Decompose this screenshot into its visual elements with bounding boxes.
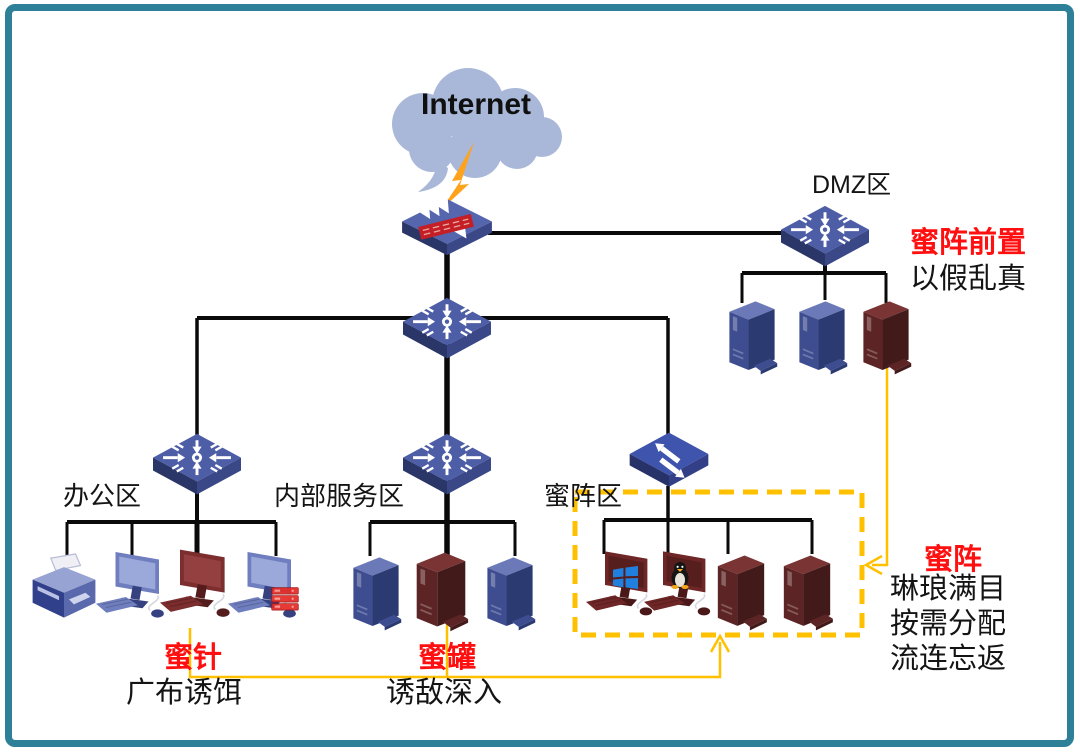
honey-flow-arrows (188, 368, 889, 679)
honeynet-desc-line: 按需分配 (890, 608, 1007, 640)
honeynet-annotation-title: 蜜阵 (923, 544, 983, 576)
internet-label: Internet (420, 88, 532, 121)
linux-tux-icon (669, 561, 691, 589)
office-switch-icon (151, 432, 243, 498)
honey-rack-icon (271, 586, 299, 612)
honeynet-zone-label: 蜜阵区 (544, 482, 623, 512)
internal-server-1-icon (348, 553, 404, 633)
honeynet-desc-line: 琳琅满目 (890, 573, 1007, 605)
dmz-server-2-icon (794, 297, 850, 377)
network-links (65, 231, 888, 558)
office-zone-label: 办公区 (63, 482, 142, 512)
lightning-bolt-icon (441, 142, 474, 210)
honeynet-desc-line: 流连忘返 (890, 643, 1007, 675)
office-printer-icon (26, 552, 102, 622)
office-annotation-title: 蜜针 (163, 642, 223, 674)
core-switch-icon (401, 296, 493, 362)
dmz-switch-icon (779, 204, 871, 270)
honeynet-server-1-icon (712, 551, 770, 633)
internal-server-2-icon (482, 553, 538, 633)
honeynet-gateway-icon (628, 431, 710, 490)
internal-switch-icon (401, 432, 493, 498)
honeynet-annotation-desc: 琳琅满目 按需分配 流连忘返 (890, 572, 1006, 677)
firewall-icon (399, 199, 495, 257)
windows-logo-icon (613, 566, 638, 589)
internet-cloud-icon (392, 68, 562, 192)
dmz-honeypot-server-icon (858, 297, 914, 377)
internal-annotation-title: 蜜罐 (417, 642, 477, 674)
honeynet-server-2-icon (778, 551, 836, 633)
dmz-annotation-title: 蜜阵前置 (910, 227, 1027, 259)
dmz-zone-label: DMZ区 (812, 171, 892, 199)
dmz-annotation-desc: 以假乱真 (910, 263, 1027, 295)
internal-honeypot-server-icon (410, 548, 472, 634)
internal-annotation-desc: 诱敌深入 (386, 677, 503, 709)
internal-zone-label: 内部服务区 (274, 482, 405, 512)
office-annotation-desc: 广布诱饵 (126, 677, 243, 709)
dmz-server-1-icon (724, 297, 780, 377)
